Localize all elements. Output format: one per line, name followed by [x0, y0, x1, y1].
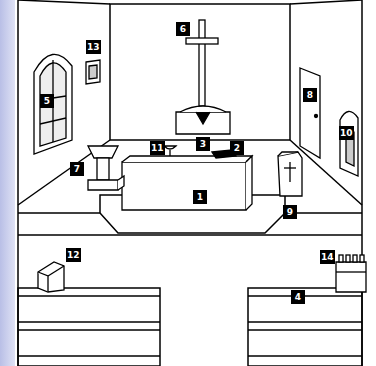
callout-number: 12 — [66, 248, 81, 262]
callout-number: 6 — [176, 22, 190, 36]
callout-number: 2 — [230, 141, 244, 155]
furnishings — [34, 20, 366, 292]
callout-number: 9 — [283, 205, 297, 219]
callout-number: 11 — [150, 141, 165, 155]
callout-number: 1 — [193, 190, 207, 204]
callout-number: 8 — [303, 88, 317, 102]
callout-number: 10 — [339, 126, 354, 140]
callout-number: 5 — [40, 94, 54, 108]
callout-number: 4 — [291, 290, 305, 304]
room-outline — [18, 0, 362, 366]
callout-number: 3 — [196, 137, 210, 151]
callout-number: 7 — [70, 162, 84, 176]
callout-number: 14 — [320, 250, 335, 264]
page-edge — [0, 0, 15, 366]
callout-number: 13 — [86, 40, 101, 54]
